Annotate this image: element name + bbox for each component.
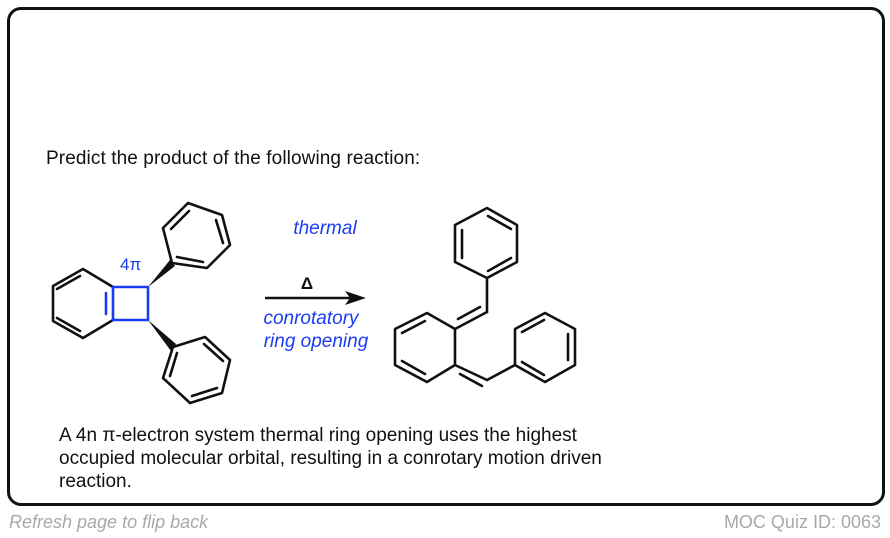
reactant-lower-phenyl: [161, 335, 232, 405]
quiz-id-label: MOC Quiz ID: 0063: [723, 512, 881, 532]
delta-symbol: Δ: [301, 274, 313, 293]
product-top-exocyclic-double-bond: [453, 310, 489, 331]
condition-conrotatory: conrotatory: [263, 308, 360, 329]
reaction-arrow: [265, 291, 366, 305]
product-right-phenyl: [513, 311, 577, 384]
product-molecule: [393, 206, 577, 388]
quiz-card[interactable]: [7, 7, 885, 506]
reactant-upper-phenyl: [161, 201, 232, 270]
lower-wedge-bond: [148, 320, 176, 351]
condition-ring-opening: ring opening: [264, 331, 369, 352]
product-central-ring: [393, 311, 457, 384]
upper-wedge-bond: [148, 260, 175, 287]
reactant-fused-benzene: [51, 267, 115, 340]
condition-thermal: thermal: [293, 218, 357, 239]
product-bottom-exocyclic-double-bond: [453, 363, 489, 382]
flip-back-hint: Refresh page to flip back: [9, 512, 209, 532]
product-bottom-vinyl-bond: [485, 363, 517, 382]
four-pi-label: 4π: [120, 255, 141, 274]
reactant-cyclobutene-ring: [104, 285, 150, 322]
answer-explanation: A 4n π-electron system thermal ring open…: [59, 425, 602, 492]
reactant-molecule: 4π: [51, 201, 232, 405]
product-top-phenyl: [453, 206, 519, 280]
question-prompt: Predict the product of the following rea…: [46, 148, 421, 169]
